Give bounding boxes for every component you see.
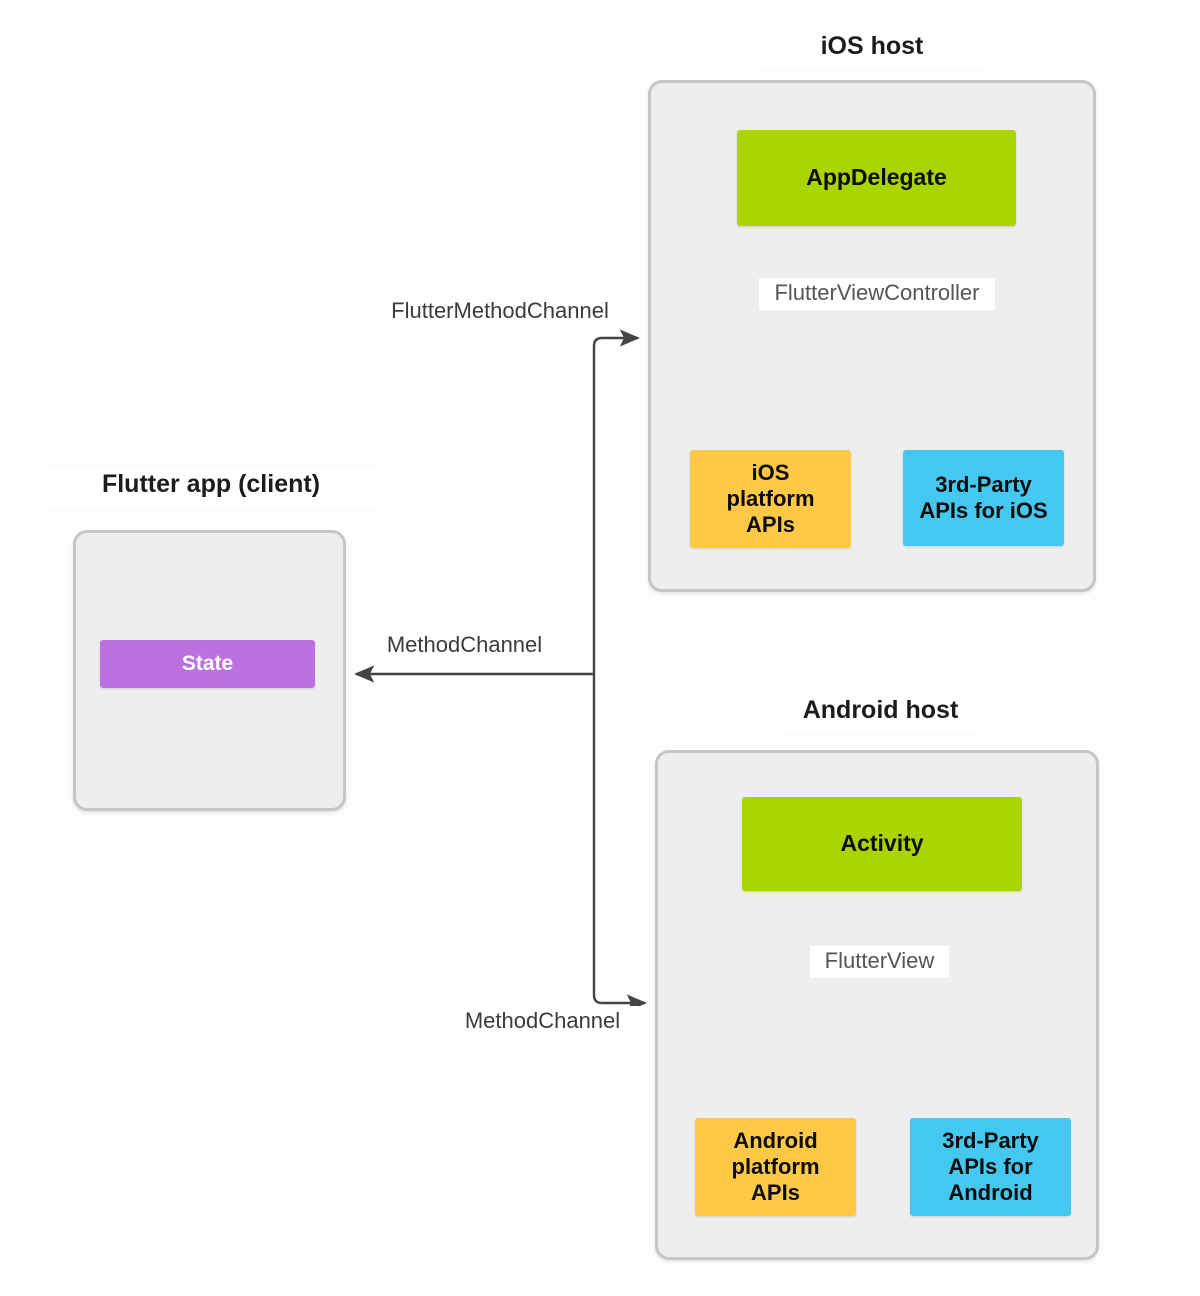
android-host-title: Android host [778, 694, 983, 732]
node-state[interactable]: State [100, 640, 315, 688]
edge-label-method-channel-to-state: MethodChannel [368, 630, 561, 662]
node-activity[interactable]: Activity [742, 797, 1022, 891]
edge-label-flutter-method-channel: FlutterMethodChannel [377, 296, 623, 328]
edge-label-method-channel-to-android: MethodChannel [446, 1006, 639, 1038]
ios-host-title: iOS host [758, 30, 986, 68]
method-channel-android-connector [592, 674, 647, 1012]
edge-label-flutterview: FlutterView [810, 946, 949, 978]
edge-label-flutterviewcontroller: FlutterViewController [759, 278, 995, 310]
flutter-app-title: Flutter app (client) [46, 468, 376, 508]
node-appdelegate[interactable]: AppDelegate [737, 130, 1016, 226]
flutter-method-channel-connector [592, 329, 640, 674]
